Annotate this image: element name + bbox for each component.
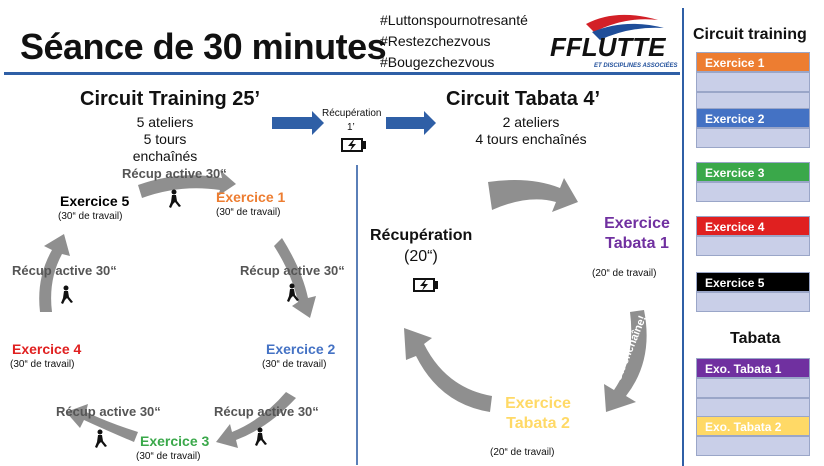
exercise-5-work: (30“ de travail) — [58, 211, 123, 222]
sidebar-exercise-3-slot — [696, 182, 810, 202]
recup-label-1: Récup active 30“ — [122, 166, 227, 181]
exercise-2-label: Exercice 2 — [266, 341, 336, 357]
sidebar-tabata-1-slot — [696, 378, 810, 398]
runner-icon-2 — [287, 283, 299, 302]
tabata-tours: 4 tours enchaînés — [475, 131, 587, 147]
circuit-training-tours: 5 tours enchaînés — [132, 131, 198, 164]
sidebar-exercise-2: Exercice 2 — [696, 108, 810, 128]
circuit-training-info: 5 ateliers 5 tours enchaînés — [110, 114, 220, 165]
exercise-4-label: Exercice 4 — [12, 341, 82, 357]
tabata-info: 2 ateliers 4 tours enchaînés — [466, 114, 596, 148]
tabata-exercise-1: Exercice Tabata 1 — [592, 214, 682, 254]
sidebar-exercise-2-slot — [696, 128, 810, 148]
recup-label-5: Récup active 30“ — [12, 263, 117, 278]
hashtag-1: #Luttonspournotresanté — [380, 12, 528, 28]
section-divider — [356, 165, 358, 465]
tabata-arrows — [404, 178, 647, 412]
transition-duration: 1’ — [347, 122, 355, 133]
hashtag-2: #Restezchezvous — [380, 33, 491, 49]
exercise-2-work: (30“ de travail) — [262, 359, 327, 370]
exercise-4-work: (30“ de travail) — [10, 359, 75, 370]
sidebar-circuit-title: Circuit training — [693, 26, 807, 43]
sidebar-tabata-1-slot-2 — [696, 398, 810, 418]
runner-icon-3 — [255, 427, 267, 446]
tabata-exercise-1-work: (20“ de travail) — [592, 268, 657, 279]
recup-label-2: Récup active 30“ — [240, 263, 345, 278]
tabata-ateliers: 2 ateliers — [502, 114, 560, 130]
runner-icon-1 — [169, 189, 181, 208]
page-title: Séance de 30 minutes — [20, 26, 387, 67]
sidebar-exercise-5-slot — [696, 292, 810, 312]
battery-icon — [341, 138, 366, 152]
sidebar-exercise-4: Exercice 4 — [696, 216, 810, 236]
circuit-training-ateliers: 5 ateliers — [136, 114, 194, 130]
circuit-arrows — [39, 170, 316, 448]
sidebar-exercise-5: Exercice 5 — [696, 272, 810, 292]
logo-subtext: ET DISCIPLINES ASSOCIÉES — [594, 61, 677, 69]
tabata-battery-icon — [413, 278, 438, 292]
blue-arrow-left — [272, 111, 324, 135]
exercise-5-label: Exercice 5 — [60, 193, 130, 209]
fflutte-logo: FFLUTTE ET DISCIPLINES ASSOCIÉES — [550, 14, 677, 69]
tabata-exercise-2: Exercice Tabata 2 — [488, 394, 588, 434]
sidebar-exercise-1: Exercice 1 — [696, 52, 810, 72]
header-divider — [4, 72, 680, 75]
sidebar-tabata-2-slot — [696, 436, 810, 456]
runner-icon-4 — [95, 429, 107, 448]
sidebar-exercise-1-slot — [696, 72, 810, 92]
sidebar-tabata-1: Exo. Tabata 1 — [696, 358, 810, 378]
tabata-title: Circuit Tabata 4’ — [446, 88, 601, 110]
exercise-3-label: Exercice 3 — [140, 433, 210, 449]
tabata-exercise-1-line2: Tabata 1 — [605, 235, 669, 252]
exercise-1-work: (30“ de travail) — [216, 207, 281, 218]
sidebar-divider — [682, 8, 684, 466]
runner-icon-5 — [61, 285, 73, 304]
tabata-recup-title: Récupération — [370, 227, 473, 244]
circuit-training-title: Circuit Training 25’ — [80, 88, 261, 110]
blue-arrow-right — [386, 111, 436, 135]
sidebar-tabata-title: Tabata — [730, 330, 781, 347]
logo-text: FFLUTTE — [550, 32, 666, 62]
transition-label: Récupération — [322, 108, 382, 119]
exercise-1-label: Exercice 1 — [216, 189, 286, 205]
exercise-3-work: (30“ de travail) — [136, 451, 201, 462]
hashtag-3: #Bougezchezvous — [380, 54, 495, 70]
recup-label-3: Récup active 30“ — [214, 404, 319, 419]
tabata-recup-duration: (20“) — [404, 248, 438, 265]
sidebar-tabata-2: Exo. Tabata 2 — [696, 416, 810, 436]
tabata-exercise-2-line2: Tabata 2 — [506, 415, 570, 432]
sidebar-exercise-4-slot — [696, 236, 810, 256]
sidebar-exercise-3: Exercice 3 — [696, 162, 810, 182]
hashtags: #Luttonspournotresanté #Restezchezvous #… — [380, 10, 528, 73]
recup-label-4: Récup active 30“ — [56, 404, 161, 419]
tabata-exercise-2-line1: Exercice — [505, 395, 571, 412]
tabata-exercise-1-line1: Exercice — [604, 215, 670, 232]
tabata-exercise-2-work: (20“ de travail) — [490, 447, 555, 458]
